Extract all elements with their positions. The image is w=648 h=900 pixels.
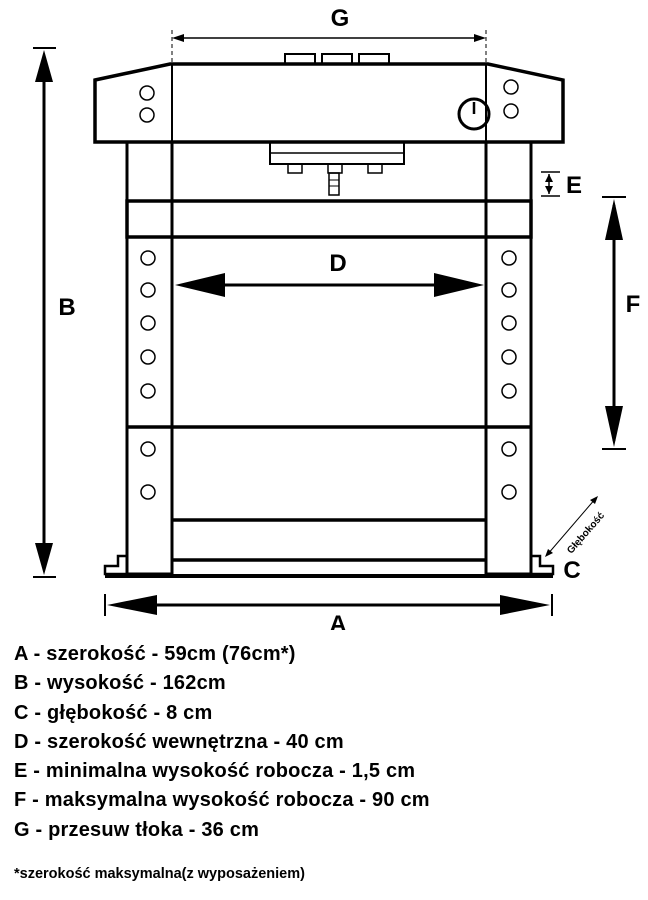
- dimension-c: [545, 496, 598, 557]
- footnote: *szerokość maksymalna(z wyposażeniem): [14, 866, 305, 882]
- dimension-g: [171, 30, 487, 64]
- label-b: B: [58, 294, 75, 321]
- label-c: C: [563, 557, 580, 584]
- cylinder-top-plate: [358, 53, 390, 65]
- dimension-b: [33, 47, 56, 578]
- legend-item-e: E - minimalna wysokość robocza - 1,5 cm: [14, 760, 416, 783]
- press-frame: [93, 53, 565, 578]
- press-diagram: G B A D E F: [33, 5, 641, 630]
- press-head: [93, 62, 565, 144]
- label-g: G: [331, 5, 350, 32]
- legend-item-b: B - wysokość - 162cm: [14, 672, 226, 695]
- dimension-a: [104, 594, 553, 616]
- pressure-gauge-icon: [457, 97, 491, 131]
- head-holes: [139, 79, 519, 123]
- label-a: A: [329, 611, 346, 630]
- ram-piston: [328, 172, 340, 196]
- dimension-d: [175, 273, 484, 297]
- label-d: D: [329, 250, 346, 277]
- dimension-legend: A - szerokość - 59cm (76cm*) B - wysokoś…: [14, 640, 430, 845]
- depth-label: Głębokość: [565, 510, 607, 556]
- legend-item-c: C - głębokość - 8 cm: [14, 701, 213, 724]
- work-table: [125, 199, 533, 239]
- left-foot: [103, 554, 129, 576]
- right-foot: [531, 554, 555, 576]
- legend-item-f: F - maksymalna wysokość robocza - 90 cm: [14, 789, 430, 812]
- label-e: E: [566, 172, 582, 199]
- dimension-f: [602, 196, 626, 450]
- legend-item-g: G - przesuw tłoka - 36 cm: [14, 818, 260, 841]
- legend-item-d: D - szerokość wewnętrzna - 40 cm: [14, 730, 344, 753]
- label-f: F: [626, 291, 641, 318]
- cylinder-top-plate: [321, 53, 353, 65]
- cylinder-top-plate: [284, 53, 316, 65]
- upright-holes: [140, 250, 517, 500]
- dimension-e: [541, 171, 560, 197]
- legend-item-a: A - szerokość - 59cm (76cm*): [14, 643, 296, 665]
